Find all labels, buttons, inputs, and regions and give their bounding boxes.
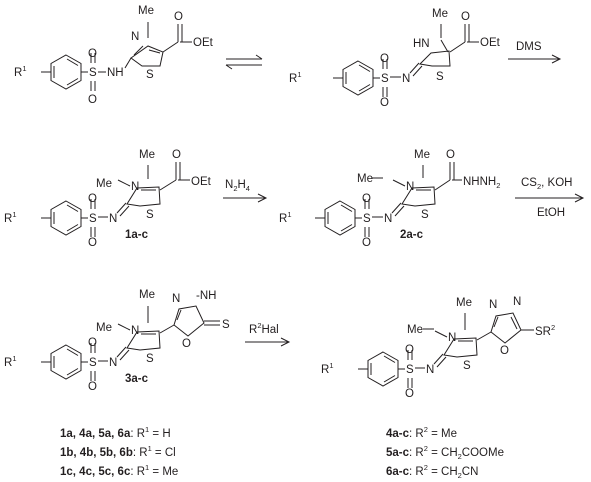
carbonyl-o-tautomer: O [461, 11, 470, 23]
legend-left-row-2: 1b, 4b, 5b, 6b: R1 = Cl [60, 444, 176, 459]
n-methyl-3: Me [96, 322, 112, 334]
sulfonamide-nh: NH [107, 67, 124, 79]
n-methyl-4: Me [407, 324, 423, 336]
sulfonyl-s: S [89, 67, 97, 79]
ring-n-1: N [131, 181, 139, 193]
sulfonyl-o-bottom: O [88, 94, 97, 106]
compound-label-2: 2a-c [400, 229, 424, 241]
thioether-label: SR2 [535, 323, 555, 338]
imino-tautomer: R1 S O O N HN S Me O OEt [289, 8, 501, 109]
sulfonyl-o-bottom-tautomer: O [380, 97, 389, 109]
ester-oet: OEt [193, 37, 214, 49]
oxadiazole-o-4: O [500, 345, 509, 357]
thiazole-s-1: S [146, 209, 154, 221]
sulfonyl-s-tautomer: S [381, 73, 389, 85]
carbonyl-o-2: O [446, 149, 455, 161]
oxadiazole-n3: N [172, 293, 180, 305]
sulfonyl-s-3: S [89, 357, 97, 369]
c-methyl-3: Me [139, 289, 155, 301]
sulfonyl-o-bottom-2: O [362, 237, 371, 249]
reagent-r2hal: R2Hal [249, 321, 279, 336]
methyl-label: Me [138, 5, 154, 17]
oxadiazole-n3-4: N [489, 299, 497, 311]
c-methyl-2: Me [414, 149, 430, 161]
imine-n-3: N [109, 357, 117, 369]
reagent-etoh: EtOH [537, 207, 565, 219]
oxadiazole-n4-4: N [513, 296, 521, 308]
sulfonyl-o-top-tautomer: O [380, 53, 389, 65]
r1-label-3: R1 [4, 354, 16, 369]
ring-n-3: N [131, 325, 139, 337]
dms-arrow: DMS [508, 41, 562, 64]
c-methyl-1: Me [139, 149, 155, 161]
substituent-legend-left: 1a, 4a, 5a, 6a: R1 = H 1b, 4b, 5b, 6b: R… [60, 425, 178, 478]
legend-left-row-3: 1c, 4c, 5c, 6c: R1 = Me [60, 463, 178, 478]
c-methyl-4: Me [456, 297, 472, 309]
n-methyl-1: Me [96, 178, 112, 190]
legend-right-row-2: 5a-c: R2 = CH2COOMe [386, 444, 504, 461]
sulfonyl-o-top-1: O [88, 193, 97, 205]
substituent-legend-right: 4a-c: R2 = Me 5a-c: R2 = CH2COOMe 6a-c: … [386, 425, 504, 480]
compound-3a-c: R1 S O O N N Me S Me N -NH O S 3a-c [4, 289, 230, 393]
sulfonyl-o-top-4: O [405, 344, 414, 356]
sulfonyl-o-top: O [88, 48, 97, 60]
legend-right-row-1: 4a-c: R2 = Me [386, 425, 457, 440]
compound-1a-c: R1 S O O N N Me S Me O OEt 1a-c [4, 149, 212, 249]
sulfonyl-o-bottom-1: O [88, 237, 97, 249]
carbonyl-o: O [174, 11, 183, 23]
methyl-label-tautomer: Me [432, 8, 448, 20]
r1-label-4: R1 [321, 361, 333, 376]
sulfonyl-o-bottom-4: O [405, 388, 414, 400]
imine-n-1: N [109, 213, 117, 225]
legend-right-row-3: 6a-c: R2 = CH2CN [386, 463, 478, 480]
thiazole-s-tautomer: S [436, 71, 444, 83]
thiazole-s-4: S [463, 360, 471, 372]
n-methyl-2: Me [357, 173, 373, 185]
r1-label: R1 [14, 64, 26, 79]
reagent-cs2-koh: CS2, KOH [521, 177, 572, 191]
legend-left-row-1: 1a, 4a, 5a, 6a: R1 = H [60, 425, 171, 440]
ester-oet-tautomer: OEt [480, 37, 501, 49]
thiazole-s-3: S [146, 353, 154, 365]
reagent-dms: DMS [516, 41, 542, 53]
imine-n-4: N [426, 364, 434, 376]
oxadiazole-o: O [182, 338, 191, 350]
alkylation-arrow: R2Hal [245, 321, 291, 347]
thione-s: S [222, 319, 230, 331]
thiazole-s-2: S [421, 209, 429, 221]
hydrazine-arrow: N2H4 [223, 179, 268, 203]
sulfonyl-s-2: S [363, 213, 371, 225]
reagent-n2h4: N2H4 [225, 179, 250, 193]
starting-sulfonamide: R1 S O O NH N S Me O OEt [14, 5, 214, 106]
r1-label-1: R1 [4, 210, 16, 225]
thiazole-n: N [131, 31, 139, 43]
hydrazide-label: NHNH2 [463, 176, 500, 190]
compounds-4-6: R1 S O O N N Me S Me N N O SR2 [321, 296, 555, 400]
ring-nh: HN [413, 38, 430, 50]
cyclization-arrow: CS2, KOH EtOH [515, 177, 585, 219]
ring-n-4: N [448, 332, 456, 344]
sulfonyl-o-bottom-3: O [88, 381, 97, 393]
compound-label-1: 1a-c [125, 229, 149, 241]
oxadiazole-nh: -NH [196, 290, 216, 302]
ring-n-2: N [406, 181, 414, 193]
r1-label-tautomer: R1 [289, 70, 301, 85]
imine-n-2: N [384, 213, 392, 225]
carbonyl-o-1: O [172, 149, 181, 161]
sulfonyl-o-top-3: O [88, 337, 97, 349]
compound-label-3: 3a-c [125, 373, 149, 385]
equilibrium-arrow [225, 54, 263, 70]
compound-2a-c: R1 S O O N N Me S Me O NHNH2 2a-c [279, 149, 500, 249]
sulfonyl-s-1: S [89, 213, 97, 225]
r1-label-2: R1 [279, 210, 291, 225]
sulfonyl-o-top-2: O [362, 193, 371, 205]
imine-n-tautomer: N [402, 73, 410, 85]
ester-oet-1: OEt [191, 176, 212, 188]
sulfonyl-s-4: S [406, 364, 414, 376]
thiazole-s: S [146, 69, 154, 81]
